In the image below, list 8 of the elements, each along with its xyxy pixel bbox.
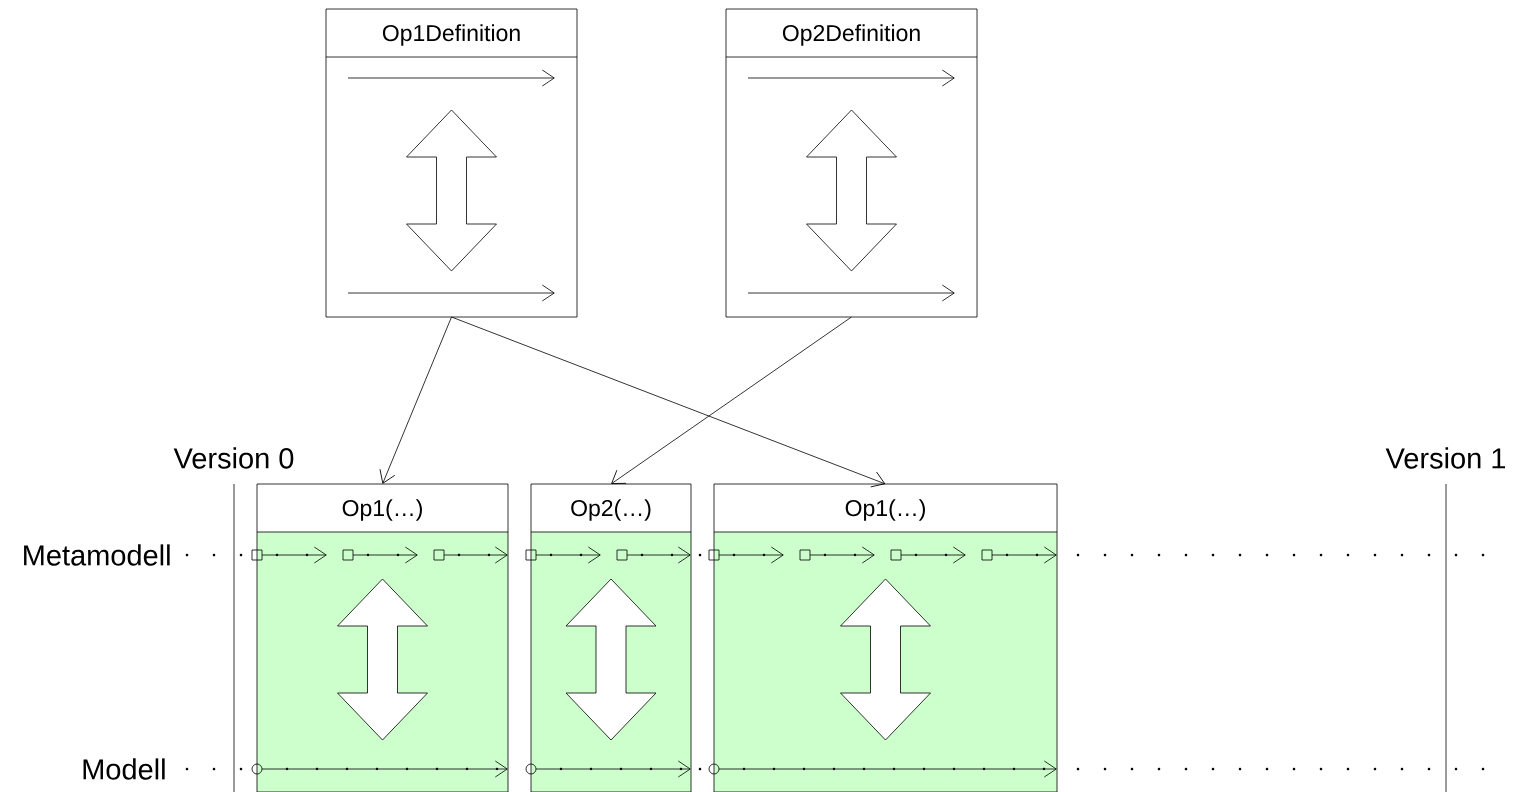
arrow (611, 316, 852, 484)
axis-label: Modell (83, 758, 165, 780)
arrow (451, 316, 886, 488)
axis-label: Version 0 (173, 447, 294, 469)
operation-box: Op1(…) (713, 483, 1058, 792)
axis-label: Version 1 (1385, 447, 1506, 469)
axis-label: Metamodell (24, 544, 170, 566)
arrow (379, 316, 452, 484)
